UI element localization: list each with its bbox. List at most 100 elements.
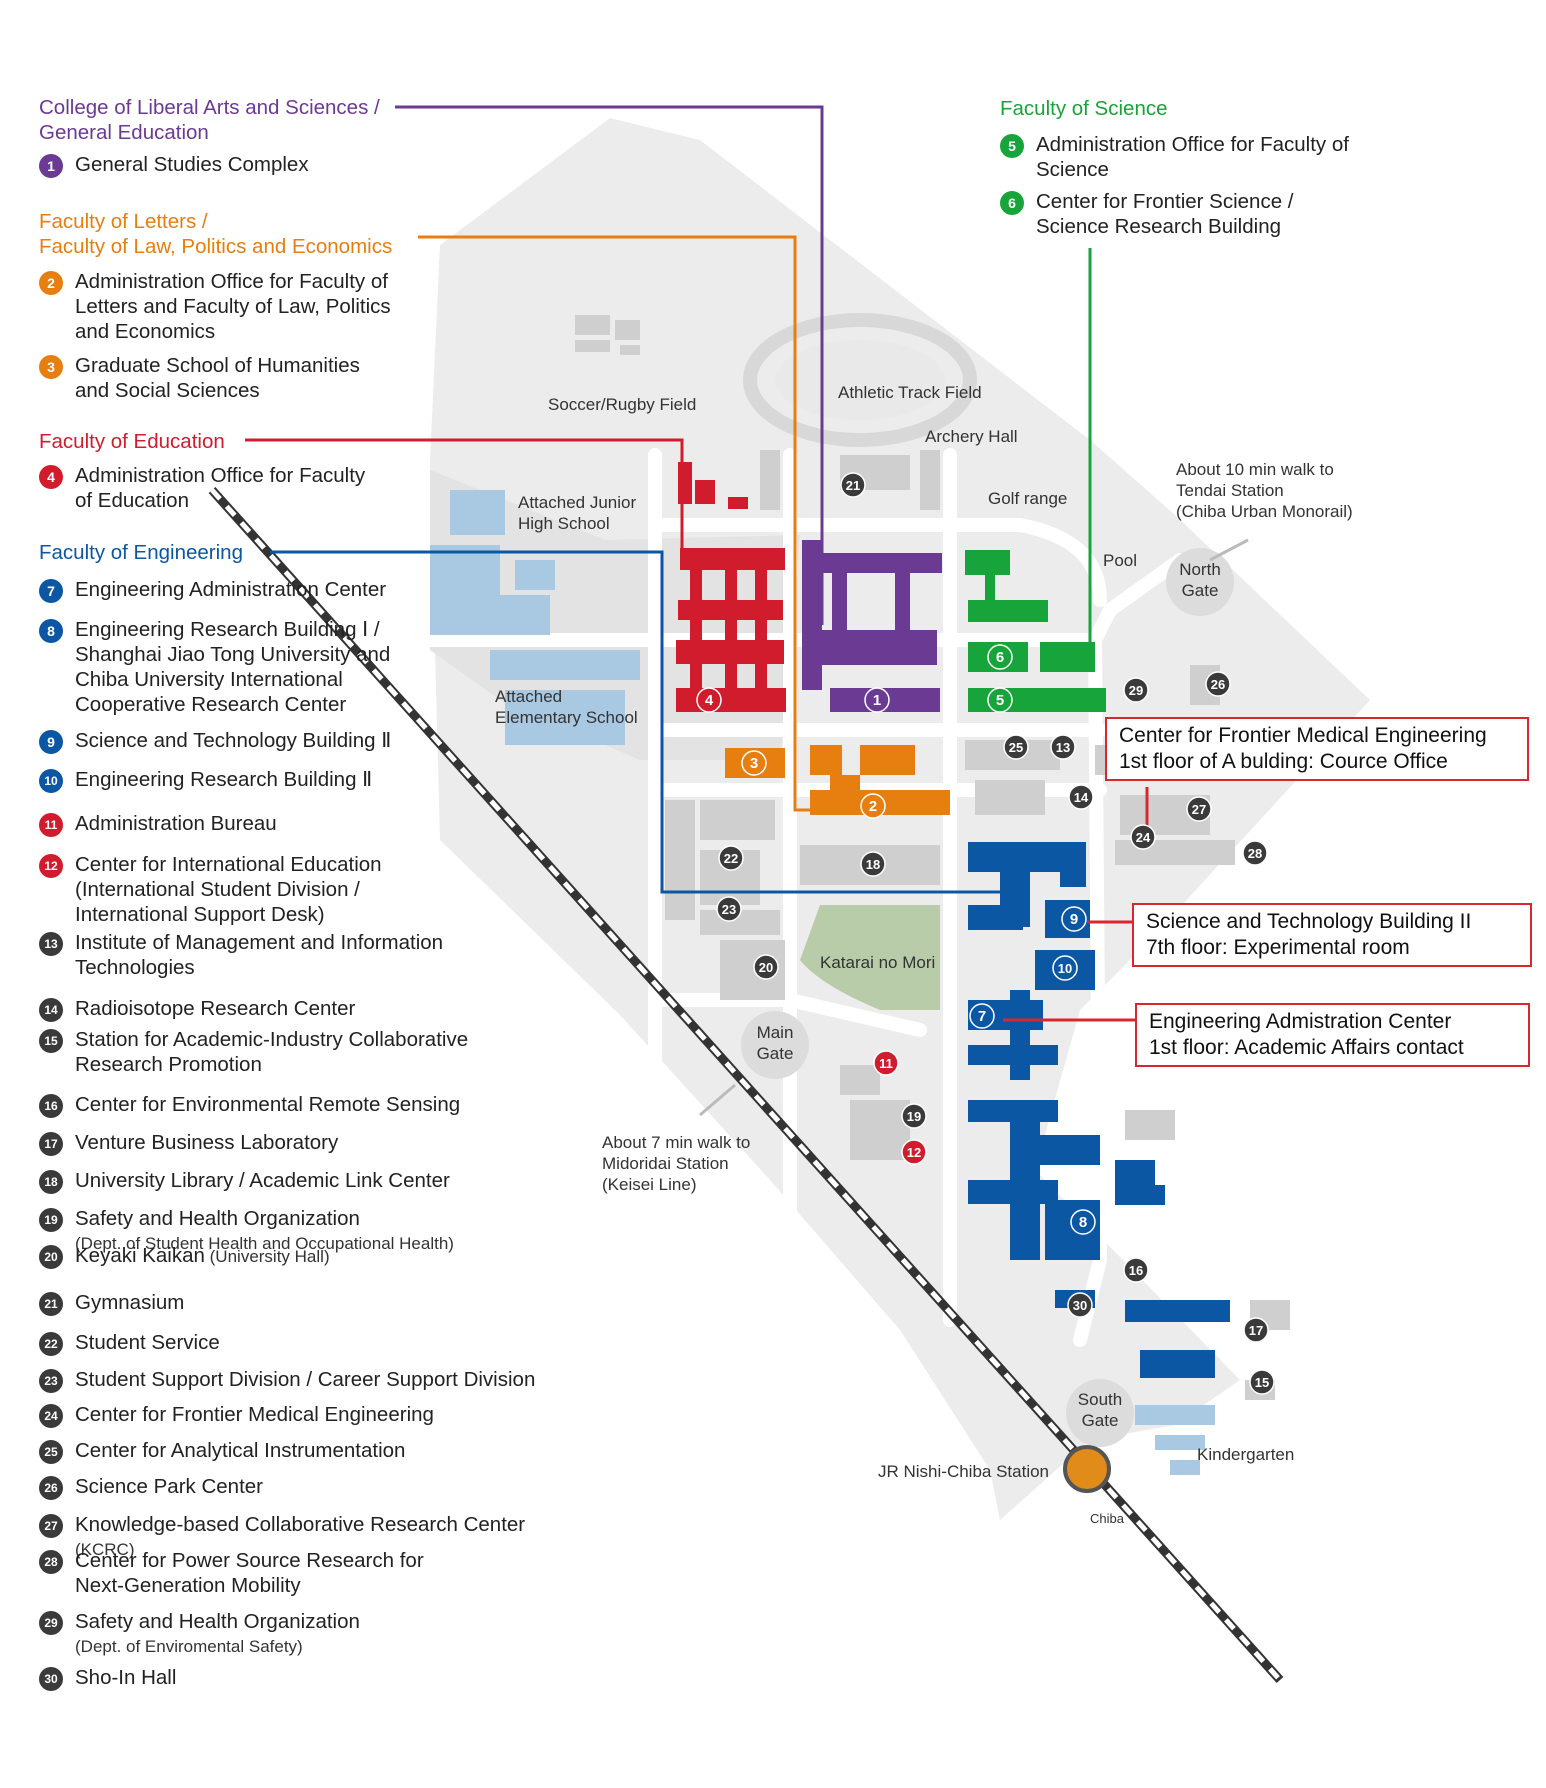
engineering-buildings <box>968 842 1230 1378</box>
map-pin-15[interactable]: 15 <box>1249 1369 1275 1395</box>
map-pin-28[interactable]: 28 <box>1242 840 1268 866</box>
map-pin-circle <box>969 1003 995 1029</box>
map-pin-16[interactable]: 16 <box>1123 1257 1149 1283</box>
map-pin-number: 12 <box>907 1145 921 1160</box>
jr-nishi-chiba-station[interactable] <box>1063 1445 1111 1493</box>
campus-ground <box>430 118 1370 1520</box>
map-pin-number: 6 <box>996 649 1004 666</box>
map-pin-circle <box>1242 840 1268 866</box>
map-pin-number: 26 <box>1211 677 1225 692</box>
map-pin-1[interactable]: 1 <box>864 687 890 713</box>
map-label-archery: Archery Hall <box>925 427 1018 446</box>
map-pin-number: 2 <box>869 798 877 815</box>
map-pin-20[interactable]: 20 <box>753 954 779 980</box>
map-pin-circle <box>1003 734 1029 760</box>
map-pin-circle <box>1123 677 1149 703</box>
map-pin-26[interactable]: 26 <box>1205 671 1231 697</box>
map-pin-17[interactable]: 17 <box>1243 1317 1269 1343</box>
map-pin-number: 18 <box>866 857 880 872</box>
map-pin-number: 29 <box>1129 683 1143 698</box>
map-pin-27[interactable]: 27 <box>1186 796 1212 822</box>
map-pin-number: 8 <box>1079 1214 1087 1231</box>
map-pin-number: 4 <box>705 692 714 709</box>
main-gate[interactable] <box>741 1011 809 1079</box>
map-pin-number: 30 <box>1073 1298 1087 1313</box>
liberal-arts-buildings <box>802 540 942 712</box>
map-pin-29[interactable]: 29 <box>1123 677 1149 703</box>
map-label-golf: Golf range <box>988 489 1067 508</box>
map-pin-circle <box>1050 734 1076 760</box>
map-pin-24[interactable]: 24 <box>1130 824 1156 850</box>
map-pin-circle <box>1186 796 1212 822</box>
map-pin-number: 25 <box>1009 740 1023 755</box>
map-pin-10[interactable]: 10 <box>1052 955 1078 981</box>
map-pin-circle <box>860 851 886 877</box>
map-pin-21[interactable]: 21 <box>840 472 866 498</box>
map-pin-25[interactable]: 25 <box>1003 734 1029 760</box>
map-pin-circle <box>1067 1292 1093 1318</box>
map-pin-circle <box>1061 906 1087 932</box>
map-pin-22[interactable]: 22 <box>718 845 744 871</box>
map-pin-18[interactable]: 18 <box>860 851 886 877</box>
map-pin-3[interactable]: 3 <box>741 750 767 776</box>
map-pin-number: 1 <box>873 692 881 709</box>
map-pin-number: 14 <box>1074 790 1089 805</box>
map-pin-number: 28 <box>1248 846 1262 861</box>
map-pin-19[interactable]: 19 <box>901 1103 927 1129</box>
map-pin-number: 3 <box>750 755 758 772</box>
map-pin-circle <box>987 644 1013 670</box>
map-pin-5[interactable]: 5 <box>987 687 1013 713</box>
katarai-no-mori <box>800 905 940 1010</box>
map-pin-number: 24 <box>1136 830 1151 845</box>
map-pin-circle <box>1123 1257 1149 1283</box>
map-pin-circle <box>1205 671 1231 697</box>
map-label-pool: Pool <box>1103 551 1137 570</box>
map-label-chiba: Chiba <box>1090 1511 1125 1526</box>
map-pin-13[interactable]: 13 <box>1050 734 1076 760</box>
map-pin-number: 5 <box>996 692 1004 709</box>
map-pin-circle <box>1070 1209 1096 1235</box>
map-pin-9[interactable]: 9 <box>1061 906 1087 932</box>
map-pin-8[interactable]: 8 <box>1070 1209 1096 1235</box>
map-pin-number: 21 <box>846 478 860 493</box>
map-pin-circle <box>716 896 742 922</box>
map-pin-14[interactable]: 14 <box>1068 784 1094 810</box>
north-gate[interactable] <box>1166 548 1234 616</box>
map-pin-30[interactable]: 30 <box>1067 1292 1093 1318</box>
south-gate[interactable] <box>1066 1379 1134 1447</box>
map-pin-circle <box>864 687 890 713</box>
map-pin-circle <box>840 472 866 498</box>
map-label-jr-station: JR Nishi-Chiba Station <box>878 1462 1049 1481</box>
map-pin-circle <box>901 1139 927 1165</box>
map-pin-number: 19 <box>907 1109 921 1124</box>
map-pin-number: 20 <box>759 960 773 975</box>
map-pin-circle <box>1052 955 1078 981</box>
education-buildings <box>676 462 786 712</box>
map-label-katarai: Katarai no Mori <box>820 953 935 972</box>
map-pin-circle <box>987 687 1013 713</box>
map-pin-circle <box>860 793 886 819</box>
map-pin-4[interactable]: 4 <box>696 687 722 713</box>
map-pin-number: 13 <box>1056 740 1070 755</box>
map-pin-6[interactable]: 6 <box>987 644 1013 670</box>
map-pin-2[interactable]: 2 <box>860 793 886 819</box>
map-pin-circle <box>901 1103 927 1129</box>
map-pin-number: 15 <box>1255 1375 1269 1390</box>
map-pin-23[interactable]: 23 <box>716 896 742 922</box>
map-pin-7[interactable]: 7 <box>969 1003 995 1029</box>
map-pin-number: 17 <box>1249 1323 1263 1338</box>
map-pin-circle <box>873 1050 899 1076</box>
letters-leader-line <box>418 235 870 812</box>
map-label-soccer: Soccer/Rugby Field <box>548 395 696 414</box>
map-pin-number: 7 <box>978 1008 986 1025</box>
engineering-leader-line <box>270 550 1010 894</box>
map-pin-12[interactable]: 12 <box>901 1139 927 1165</box>
map-pin-11[interactable]: 11 <box>873 1050 899 1076</box>
liberal-leader-line <box>395 105 824 625</box>
